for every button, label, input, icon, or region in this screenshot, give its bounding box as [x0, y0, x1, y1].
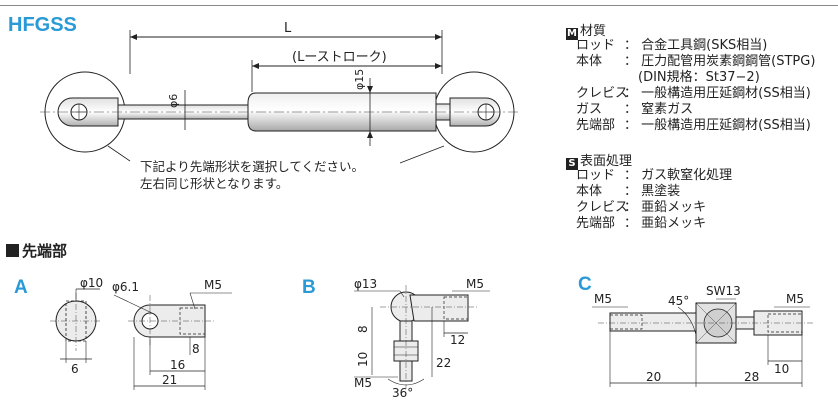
surface-value-1: ： 黒塗装 [624, 184, 681, 199]
tip-letter-B: B [302, 277, 316, 298]
material-row-3: クレビス [576, 86, 628, 101]
C-dim-20: 20 [646, 370, 661, 384]
tip-A-drawing: φ10 6 φ6.1 M5 8 16 21 [50, 276, 232, 390]
C-dim-28: 28 [744, 370, 759, 384]
surface-value-0: ： ガス軟窒化処理 [624, 168, 733, 183]
A-dim-hole: φ6.1 [112, 280, 139, 294]
C-dim-sw: SW13 [706, 284, 741, 298]
material-value-4: ： 窒素ガス [624, 102, 694, 117]
material-row-0: ロッド [576, 38, 615, 53]
product-title: HFGSS [8, 14, 77, 36]
tip-letter-A: A [14, 277, 28, 298]
dim-rod-dia: φ6 [167, 94, 180, 108]
surface-heading-text: 表面処理 [580, 154, 633, 169]
B-dim-angle: 36° [392, 386, 413, 400]
surface-value-3: ： 亜鉛メッキ [624, 216, 707, 231]
B-dim-12: 12 [450, 333, 465, 347]
material-label: 先端部 [576, 118, 616, 133]
tip-note-line2: 左右同じ形状となります。 [140, 176, 289, 191]
B-dim-thread-bottom: M5 [354, 376, 372, 390]
surface-value-2: ： 亜鉛メッキ [624, 200, 707, 215]
C-dim-thread-left: M5 [594, 292, 612, 306]
surface-row-1: 本体 [576, 184, 603, 199]
B-dim-10: 10 [356, 352, 370, 367]
material-row-5: 先端部 [576, 118, 615, 133]
surface-row-0: ロッド [576, 168, 616, 183]
material-value-2: (DIN規格：St37−2) [638, 70, 760, 85]
dim-body-dia: φ15 [353, 69, 366, 90]
dim-stroke: (Lーストローク) [292, 50, 387, 65]
material-label: ガス [576, 102, 603, 117]
C-dim-10: 10 [774, 362, 789, 376]
C-dim-thread-right: M5 [786, 292, 804, 306]
B-dim-22: 22 [436, 356, 451, 370]
tip-note: 下記より先端形状を選択してください。 左右同じ形状となります。 [140, 158, 364, 192]
dim-L: L [284, 21, 292, 36]
material-label: クレビス [576, 86, 629, 101]
A-dim-6: 6 [71, 362, 79, 376]
C-dim-angle: 45° [668, 294, 689, 308]
material-heading-text: 材質 [580, 24, 607, 39]
surface-badge: S [566, 158, 578, 170]
B-dim-thread-top: M5 [466, 277, 484, 291]
tip-note-line1: 下記より先端形状を選択してください。 [140, 159, 365, 174]
material-value-3: ： 一般構造用圧延鋼材(SS相当) [624, 86, 811, 101]
A-dim-16: 16 [170, 358, 185, 372]
A-dim-8: 8 [192, 342, 200, 356]
A-dim-thread: M5 [204, 278, 222, 292]
surface-row-3: 先端部 [576, 216, 616, 231]
material-value-1: ： 圧力配管用炭素鋼鋼管(STPG) [624, 54, 816, 69]
B-dim-8: 8 [356, 325, 370, 333]
tip-B-drawing: φ13 M5 12 8 10 22 M5 36° [354, 277, 490, 400]
top-rule [0, 5, 838, 6]
tip-C-drawing: M5 45° SW13 M5 10 20 28 [592, 284, 813, 387]
material-badge: M [566, 28, 578, 40]
tip-section-heading: 先端部 [6, 240, 67, 261]
material-value-0: ： 合金工具鋼(SKS相当) [624, 38, 768, 53]
gas-spring-drawing: L (Lーストローク) φ6 φ15 [40, 21, 520, 164]
material-row-1: 本体 [576, 54, 602, 69]
A-dim-21: 21 [162, 373, 177, 387]
material-value-5: ： 一般構造用圧延鋼材(SS相当) [624, 118, 811, 133]
A-dim-outer: φ10 [80, 276, 103, 290]
B-dim-ball: φ13 [354, 277, 377, 291]
material-label: ロッド [576, 38, 616, 53]
material-label: 本体 [576, 54, 603, 69]
surface-row-2: クレビス [576, 200, 629, 215]
material-row-4: ガス [576, 102, 602, 117]
tip-letter-C: C [578, 274, 592, 295]
square-icon [6, 244, 19, 257]
